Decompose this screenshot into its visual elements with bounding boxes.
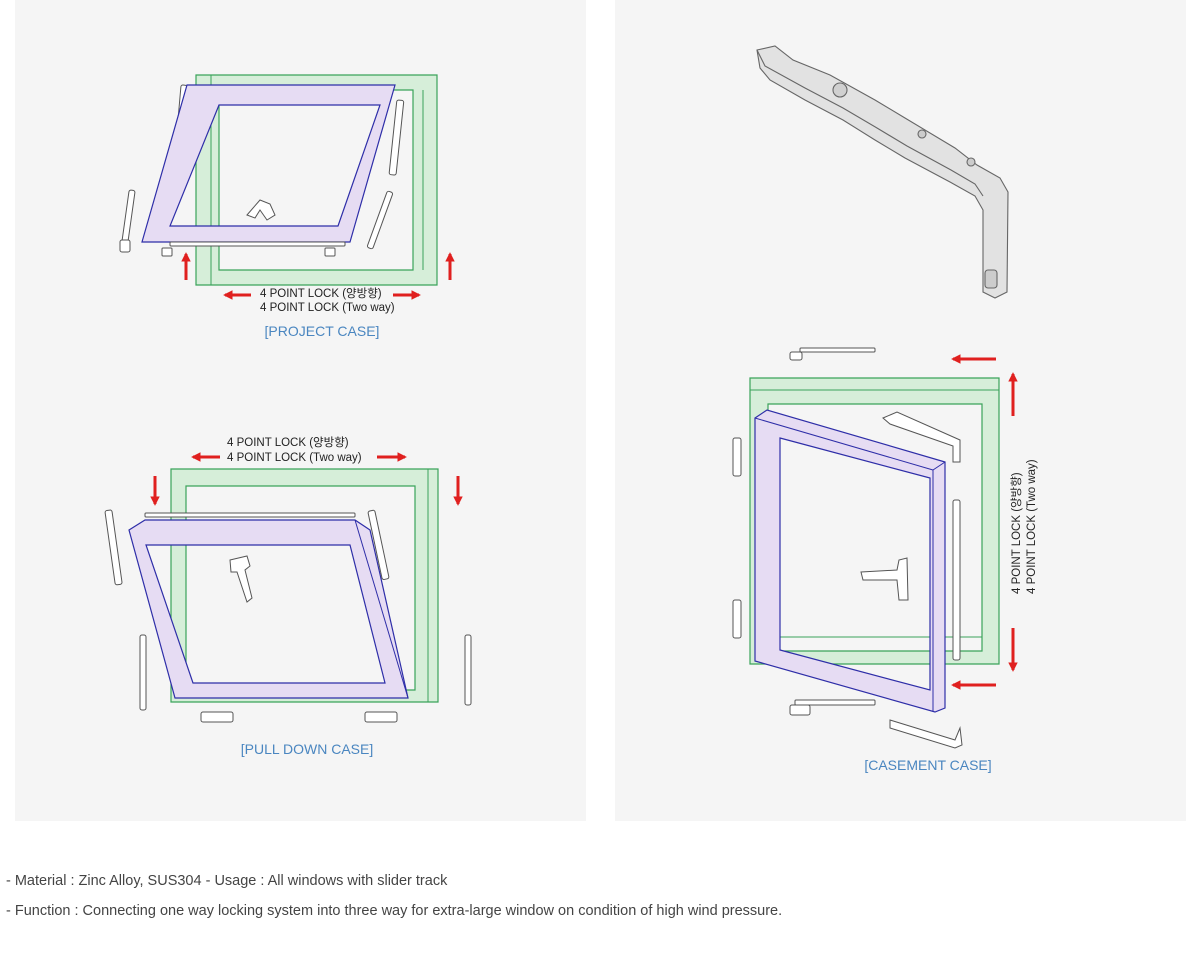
stay-hardware-icon — [169, 99, 405, 250]
left-diagram-svg: 4 POINT LOCK (양방향) 4 POINT LOCK (Two way… — [104, 74, 472, 757]
lock-hardware-icon — [104, 509, 472, 723]
pulldown-sash — [128, 519, 409, 699]
project-case-diagram: 4 POINT LOCK (양방향) 4 POINT LOCK (Two way… — [119, 74, 455, 339]
project-lock-label-en: 4 POINT LOCK (Two way) — [260, 302, 395, 314]
casement-sash — [754, 409, 946, 713]
top-hinge-icon — [789, 347, 876, 361]
project-lock-label-ko: 4 POINT LOCK (양방향) — [260, 287, 382, 300]
material-usage-text: - Material : Zinc Alloy, SUS304 - Usage … — [6, 873, 448, 889]
casement-hardware-icon — [732, 411, 963, 749]
right-diagram-panel: 4 POINT LOCK (양방향) 4 POINT LOCK (Two way… — [615, 0, 1186, 821]
pulldown-lock-label-ko: 4 POINT LOCK (양방향) — [227, 436, 349, 449]
casement-lock-label-en: 4 POINT LOCK (Two way) — [1026, 459, 1038, 594]
project-case-caption: [PROJECT CASE] — [265, 323, 380, 339]
function-text: - Function : Connecting one way locking … — [6, 903, 783, 919]
pulldown-case-caption: [PULL DOWN CASE] — [241, 741, 374, 757]
casement-case-diagram: 4 POINT LOCK (양방향) 4 POINT LOCK (Two way… — [732, 347, 1038, 773]
project-sash — [141, 84, 396, 243]
left-diagram-panel: 4 POINT LOCK (양방향) 4 POINT LOCK (Two way… — [15, 0, 586, 821]
pulldown-lock-label-en: 4 POINT LOCK (Two way) — [227, 452, 362, 464]
right-diagram-svg: 4 POINT LOCK (양방향) 4 POINT LOCK (Two way… — [732, 45, 1038, 773]
corner-connector-product-icon — [756, 45, 1009, 299]
casement-case-caption: [CASEMENT CASE] — [864, 757, 991, 773]
pull-down-case-diagram: 4 POINT LOCK (양방향) 4 POINT LOCK (Two way… — [104, 436, 472, 757]
casement-lock-label-ko: 4 POINT LOCK (양방향) — [1010, 472, 1023, 594]
